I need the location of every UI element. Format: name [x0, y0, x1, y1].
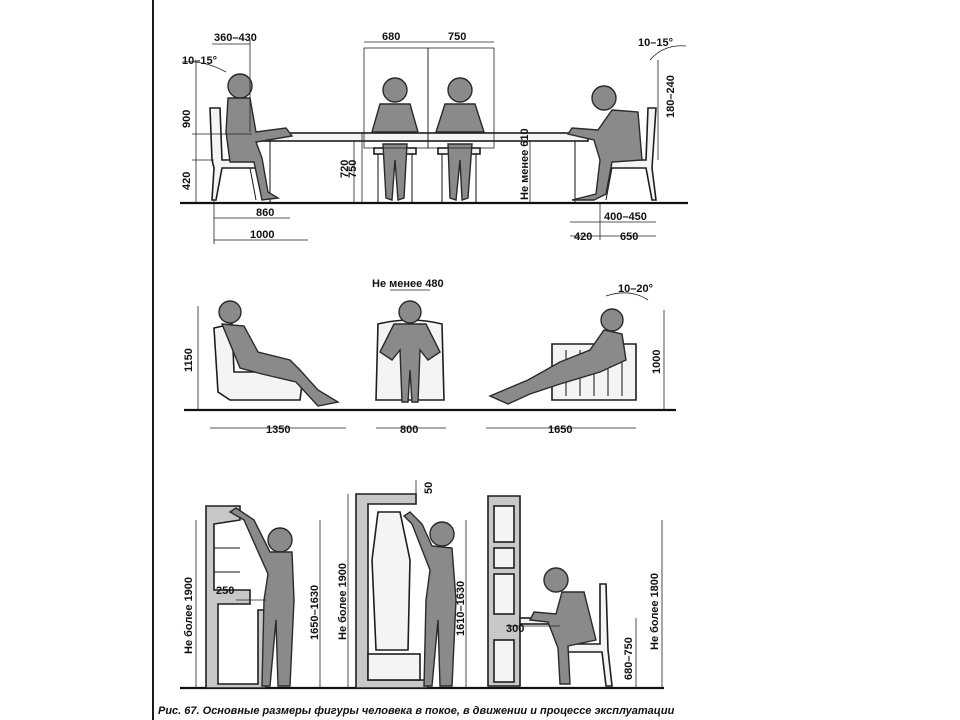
label-left-420: 420: [181, 172, 193, 190]
body-center-b: [435, 103, 485, 201]
label-row3-300: 300: [506, 623, 524, 635]
body-wardrobe: [402, 511, 457, 687]
angle-arc-left: [181, 61, 227, 73]
chair-left-leg: [249, 167, 257, 201]
label-row3-1800: Не более 1800: [649, 573, 661, 650]
label-center-680: 680: [382, 31, 400, 43]
label-row2-angle: 10–20°: [618, 283, 653, 295]
wardrobe-center: [355, 493, 457, 689]
body-right: [566, 109, 643, 201]
head-shelving-left: [267, 527, 293, 553]
label-left-width: 360–430: [214, 32, 257, 44]
label-left-860: 860: [256, 207, 274, 219]
head-wardrobe: [429, 521, 455, 547]
label-row3-680: 680–750: [623, 637, 635, 680]
label-right-angle: 10–15°: [638, 37, 673, 49]
label-center-height-720: 720: [339, 160, 351, 178]
chair-left: [209, 107, 263, 201]
body-center-a: [371, 103, 419, 201]
row3-storage-scene: Не более 1900 250 1650–1630 Не более 190…: [180, 480, 664, 690]
label-right-650: 650: [620, 231, 638, 243]
label-row3-50: 50: [423, 482, 435, 494]
person-seated-left: [209, 73, 294, 201]
reach-zone-b: [427, 47, 495, 149]
body-armchair-center: [379, 323, 441, 403]
page-edge-line: [152, 0, 154, 720]
head-left: [227, 73, 253, 99]
person-seated-right: [566, 85, 657, 201]
label-row2-480: Не менее 480: [372, 278, 444, 290]
bookcase-cell-4: [493, 639, 515, 683]
head-armchair-center: [398, 300, 422, 324]
head-right: [591, 85, 617, 111]
label-row3-250: 250: [216, 585, 234, 597]
angle-arc-row2: [605, 292, 649, 301]
label-left-angle: 10–15°: [182, 55, 217, 67]
label-right-height: 180–240: [665, 75, 677, 118]
label-row3-1900b: Не более 1900: [337, 563, 349, 640]
head-center-b: [447, 77, 473, 103]
bookcase-desk: [487, 495, 613, 687]
label-right-420: 420: [574, 231, 592, 243]
label-row2-800: 800: [400, 424, 418, 436]
persons-seated-center: [363, 47, 495, 203]
row1-table-scene: 10–15° 360–430 900 420 860 1000 680 750 …: [180, 31, 688, 244]
wardrobe-drawer: [367, 653, 421, 681]
label-row3-1650: 1650–1630: [309, 585, 321, 640]
body-armchair-left: [220, 323, 340, 407]
hanging-garment: [371, 511, 411, 651]
body-shelving-left: [228, 507, 295, 687]
label-right-400: 400–450: [604, 211, 647, 223]
label-left-900: 900: [181, 110, 193, 128]
label-row2-1650: 1650: [548, 424, 572, 436]
label-row2-1350: 1350: [266, 424, 290, 436]
armchair-right: [488, 308, 637, 405]
chair-right-leg: [605, 167, 613, 201]
shelving-left: [205, 505, 295, 689]
bookcase-cell-1: [493, 505, 515, 543]
label-left-1000: 1000: [250, 229, 274, 241]
head-desk: [543, 567, 569, 593]
label-center-height-750: 750: [347, 160, 359, 178]
bookcase-cell-2: [493, 547, 515, 569]
armchair-left: [213, 300, 340, 407]
armchair-center: [375, 300, 445, 403]
dining-table-top: [251, 132, 589, 142]
label-row3-1610: 1610–1630: [455, 581, 467, 636]
label-row3-1900a: Не более 1900: [183, 577, 195, 654]
head-armchair-left: [218, 300, 242, 324]
head-armchair-right: [600, 308, 624, 332]
figure-caption: Рис. 67. Основные размеры фигуры человек…: [158, 705, 675, 717]
body-desk: [528, 591, 597, 685]
bookcase-cell-3: [493, 573, 515, 615]
body-left: [225, 97, 294, 201]
label-center-clearance: Не менее 610: [519, 128, 531, 200]
label-row2-1000: 1000: [651, 350, 663, 374]
row2-armchair-scene: 1150 1350 Не менее 480 800 10–20° 1000 1…: [183, 278, 676, 436]
body-armchair-right: [488, 329, 627, 405]
label-center-750: 750: [448, 31, 466, 43]
head-center-a: [382, 77, 408, 103]
angle-arc-right: [649, 45, 687, 61]
label-row2-1150: 1150: [183, 348, 195, 372]
desk-chair: [565, 583, 613, 687]
